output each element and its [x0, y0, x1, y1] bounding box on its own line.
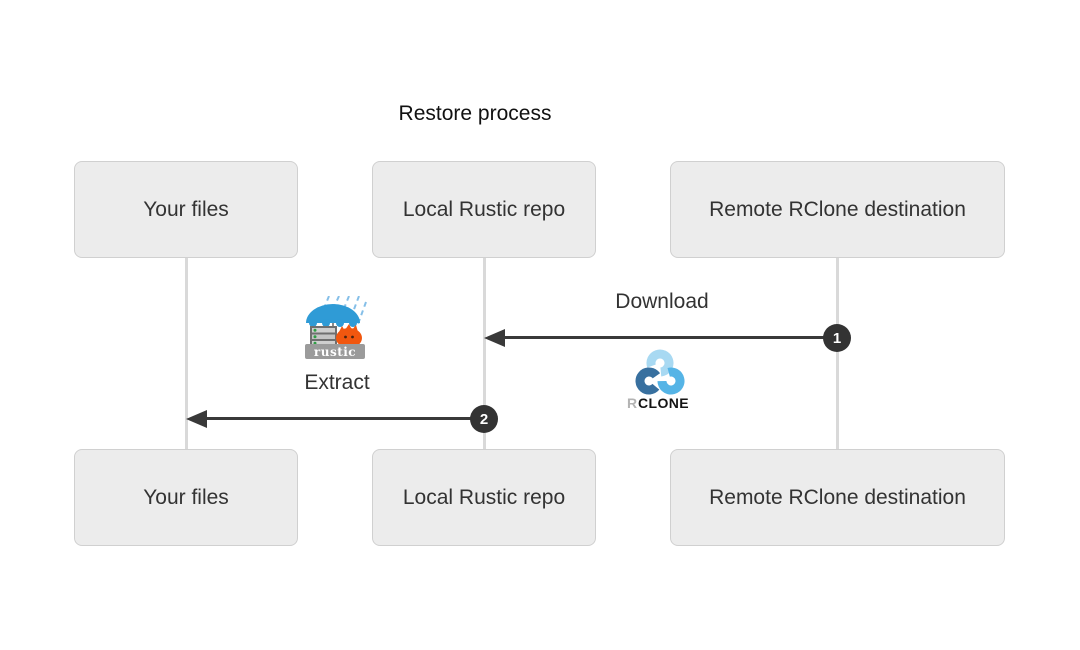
rclone-wordmark-clone: CLONE — [638, 395, 689, 411]
message-arrow-extract — [198, 417, 484, 420]
rclone-wordmark-r: R — [627, 395, 637, 411]
lifeline-remote-rclone-destination — [836, 258, 839, 449]
message-arrow-download — [497, 336, 837, 339]
actor-label: Your files — [143, 485, 229, 509]
message-number: 2 — [479, 410, 489, 428]
message-number: 1 — [832, 329, 842, 347]
actor-bottom-remote-rclone-destination: Remote RClone destination — [670, 449, 1005, 546]
actor-top-local-rustic-repo: Local Rustic repo — [372, 161, 596, 258]
actor-top-remote-rclone-destination: Remote RClone destination — [670, 161, 1005, 258]
diagram-title: Restore process — [398, 102, 552, 125]
message-label-extract: Extract — [304, 371, 370, 394]
message-label-download: Download — [615, 290, 709, 313]
actor-bottom-local-rustic-repo: Local Rustic repo — [372, 449, 596, 546]
lifeline-local-rustic-repo — [483, 258, 486, 449]
arrowhead-left-icon — [186, 410, 207, 428]
actor-label: Your files — [143, 197, 229, 221]
arrowhead-left-icon — [484, 329, 505, 347]
rustic-banner-label: rustic — [314, 345, 356, 359]
actor-top-your-files: Your files — [74, 161, 298, 258]
actor-label: Local Rustic repo — [402, 197, 566, 221]
actor-bottom-your-files: Your files — [74, 449, 298, 546]
rclone-logo-icon: R CLONE — [627, 349, 689, 411]
lifeline-your-files — [185, 258, 188, 449]
message-number-badge: 1 — [823, 324, 851, 352]
message-number-badge: 2 — [470, 405, 498, 433]
rustic-logo-icon: rustic — [305, 296, 367, 359]
actor-label: Remote RClone destination — [709, 485, 966, 509]
actor-label: Remote RClone destination — [709, 197, 966, 221]
actor-label: Local Rustic repo — [402, 485, 566, 509]
